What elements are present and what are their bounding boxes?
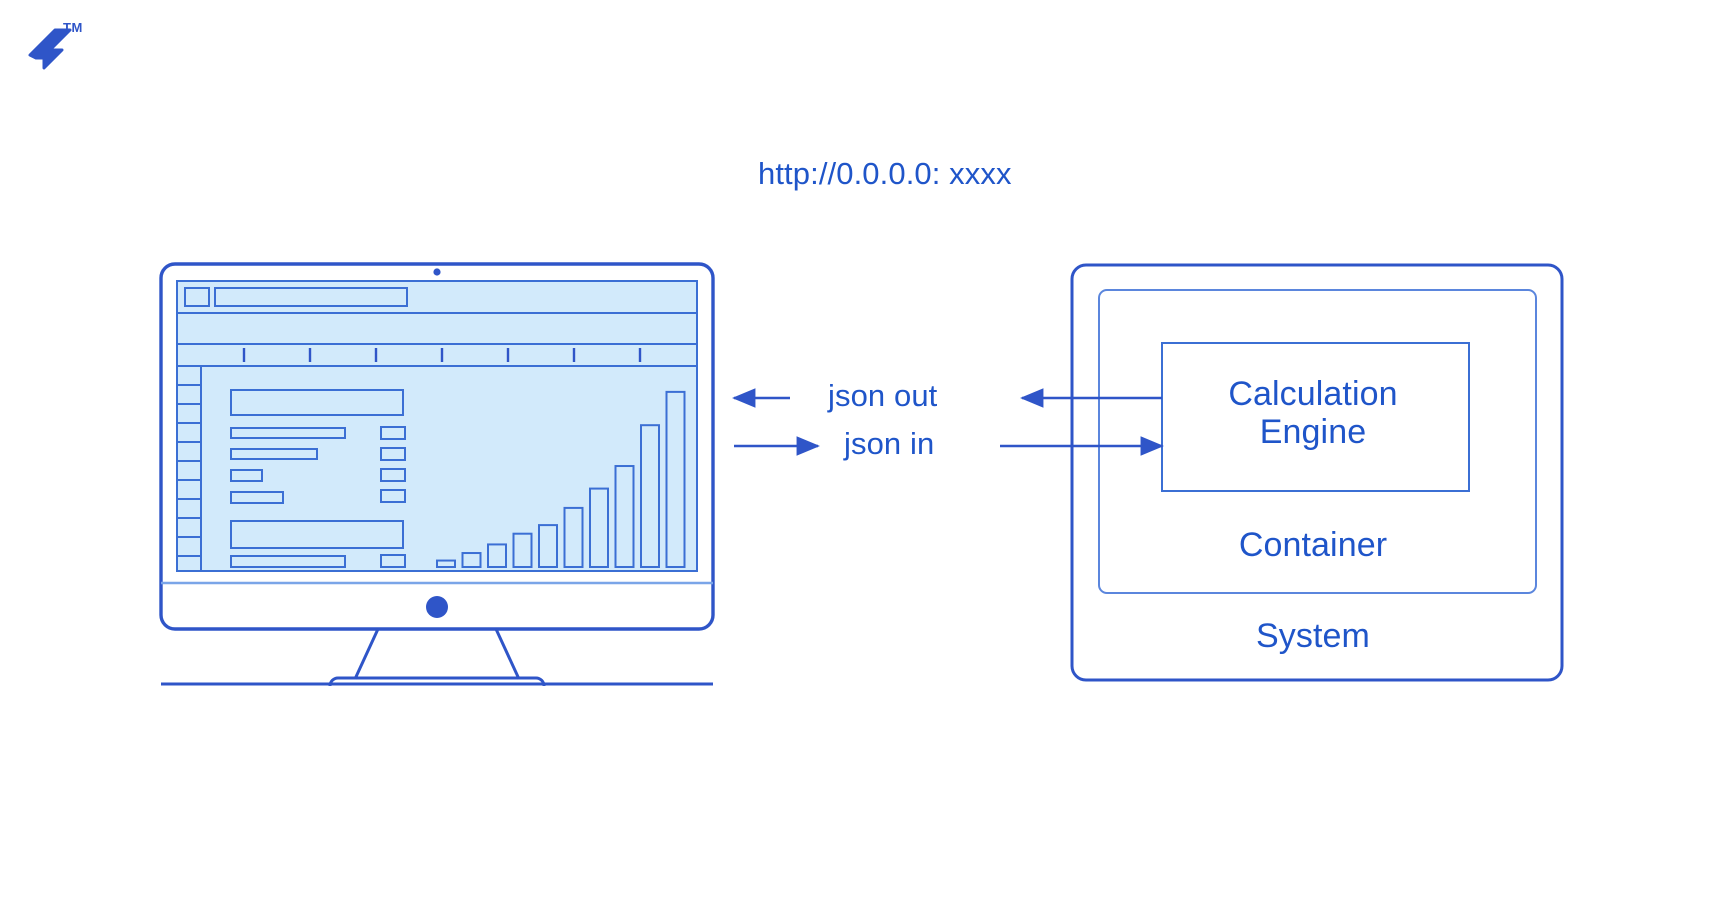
formula-bar[interactable] [176,312,698,345]
row-header-gutter[interactable] [176,365,202,572]
chart-bar [614,465,635,568]
endpoint-url-label: http://0.0.0.0: xxxx [758,156,1012,191]
power-indicator-dot [426,596,448,618]
chart-bar [563,506,584,569]
column-header-ticks [242,348,642,362]
checkbox[interactable] [380,468,406,482]
flow-arrows [732,388,1164,456]
placeholder-block [230,469,263,482]
chart-bar [665,390,686,569]
trademark-symbol: TM [63,20,83,35]
placeholder-block [230,520,404,549]
placeholder-block [230,555,346,568]
chart-bar [589,487,609,568]
checkbox[interactable] [380,489,406,503]
spreadsheet-mockup [176,280,698,572]
bar-chart [436,390,686,569]
checkbox[interactable] [380,447,406,461]
calculation-engine-label-line1: Calculation [1228,375,1398,413]
placeholder-block [230,427,346,439]
toolbar-button[interactable] [184,287,210,307]
checkbox-column[interactable] [380,426,406,568]
server-system [1070,263,1564,682]
container-label: Container [1238,526,1388,564]
monitor-stand-neck [353,628,521,680]
column-header-row[interactable] [176,343,698,367]
placeholder-block [230,389,404,416]
checkbox[interactable] [380,426,406,440]
system-label: System [1256,617,1370,655]
webcam-dot [433,268,441,276]
chart-bar [538,524,558,568]
placeholder-block [230,491,284,504]
json-in-label: json in [844,426,935,461]
chart-bar [461,552,482,569]
chart-bar [487,543,507,569]
content-placeholders [230,389,404,568]
calculation-engine-boundary [1161,342,1470,492]
chart-bar [436,559,456,568]
chart-bar [512,532,533,569]
checkbox[interactable] [380,554,406,568]
row-header-column[interactable] [176,365,202,572]
calculation-engine-label: Calculation Engine [1153,375,1473,451]
client-monitor [159,262,715,687]
chart-bar [640,424,660,568]
toptal-logo [28,28,72,70]
placeholder-block [230,448,318,460]
json-out-label: json out [828,378,938,413]
calculation-engine-label-line2: Engine [1259,413,1367,452]
name-box-field[interactable] [214,287,408,307]
